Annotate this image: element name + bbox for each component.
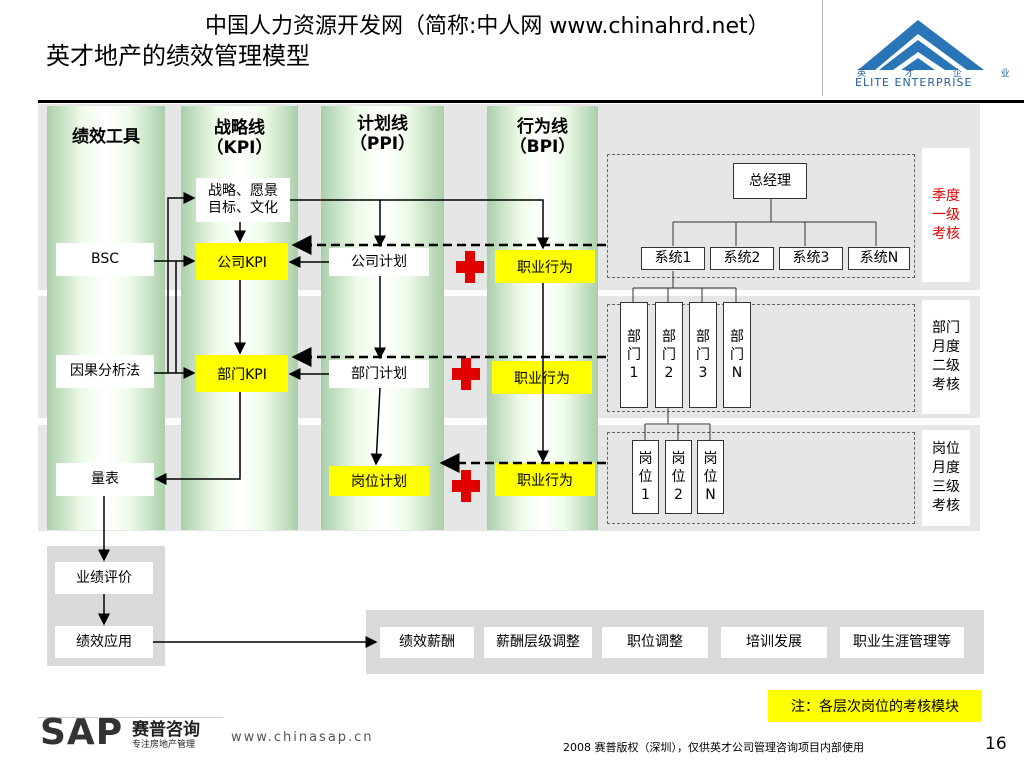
title-rule (38, 100, 1024, 103)
org-system-n: 系统N (848, 247, 910, 270)
sap-tagline: 专注房地产管理 (132, 740, 196, 750)
org-frame-level-2 (607, 304, 915, 412)
tool-causal-analysis: 因果分析法 (56, 355, 154, 388)
performance-evaluation-box: 业绩评价 (55, 562, 153, 594)
note-box: 注：各层次岗位的考核模块 (768, 690, 982, 722)
dept-plan-box: 部门计划 (329, 360, 429, 388)
page-number: 16 (985, 734, 1007, 754)
dept-kpi-box: 部门KPI (196, 355, 288, 392)
elite-logo-icon (858, 20, 984, 70)
behavior-box-2: 职业行为 (492, 361, 592, 394)
output-career-management: 职业生涯管理等 (840, 627, 964, 658)
site-banner: 中国人力资源开发网（简称:中人网 www.chinahrd.net） (205, 14, 770, 39)
logo-cn-text: 英 才 企 业 (857, 69, 1024, 79)
level-1-label: 季度一级考核 (922, 148, 970, 282)
behavior-box-3: 职业行为 (495, 463, 595, 496)
company-plan-box: 公司计划 (329, 248, 429, 276)
output-training: 培训发展 (721, 627, 827, 658)
org-frame-level-1 (607, 154, 915, 278)
red-cross-icon (456, 251, 484, 283)
behavior-box-1: 职业行为 (495, 250, 595, 283)
level-3-label: 岗位月度三级考核 (922, 430, 970, 526)
level-2-label: 部门月度二级考核 (922, 300, 970, 414)
column-kpi (181, 106, 298, 530)
tool-bsc: BSC (56, 243, 154, 276)
org-system-2: 系统2 (710, 247, 774, 270)
output-position-adjust: 职位调整 (602, 627, 708, 658)
red-cross-icon (452, 358, 480, 390)
org-system-3: 系统3 (779, 247, 843, 270)
output-pay-grade-adjust: 薪酬层级调整 (484, 627, 592, 658)
post-plan-box: 岗位计划 (329, 466, 429, 496)
red-cross-icon (452, 470, 480, 502)
strategy-vision-box: 战略、愿景目标、文化 (196, 178, 290, 222)
org-general-manager: 总经理 (733, 163, 807, 199)
output-performance-pay: 绩效薪酬 (380, 627, 474, 658)
column-header-bpi: 行为线（BPI） (509, 117, 576, 157)
header-divider (822, 0, 823, 96)
footer-url: www.chinasap.cn (231, 730, 374, 745)
column-header-tools: 绩效工具 (72, 127, 140, 147)
org-system-1: 系统1 (641, 247, 705, 270)
sap-cn-name: 赛普咨询 (132, 720, 200, 740)
performance-application-box: 绩效应用 (55, 626, 153, 658)
org-frame-level-3 (607, 432, 915, 524)
column-header-kpi: 战略线（KPI） (206, 118, 273, 158)
sap-logo-text: SAP (40, 712, 124, 753)
footer-copyright: 2008 赛普版权（深圳），仅供英才公司管理咨询项目内部使用 (563, 741, 864, 754)
org-chart-lines (632, 199, 877, 440)
logo-en-text: ELITE ENTERPRISE (855, 76, 973, 89)
tool-scale: 量表 (56, 463, 154, 496)
company-kpi-box: 公司KPI (196, 243, 288, 280)
footer-rule (38, 717, 223, 718)
page-title: 英才地产的绩效管理模型 (46, 42, 310, 70)
column-header-ppi: 计划线（PPI） (349, 114, 416, 154)
column-tools (47, 106, 165, 530)
